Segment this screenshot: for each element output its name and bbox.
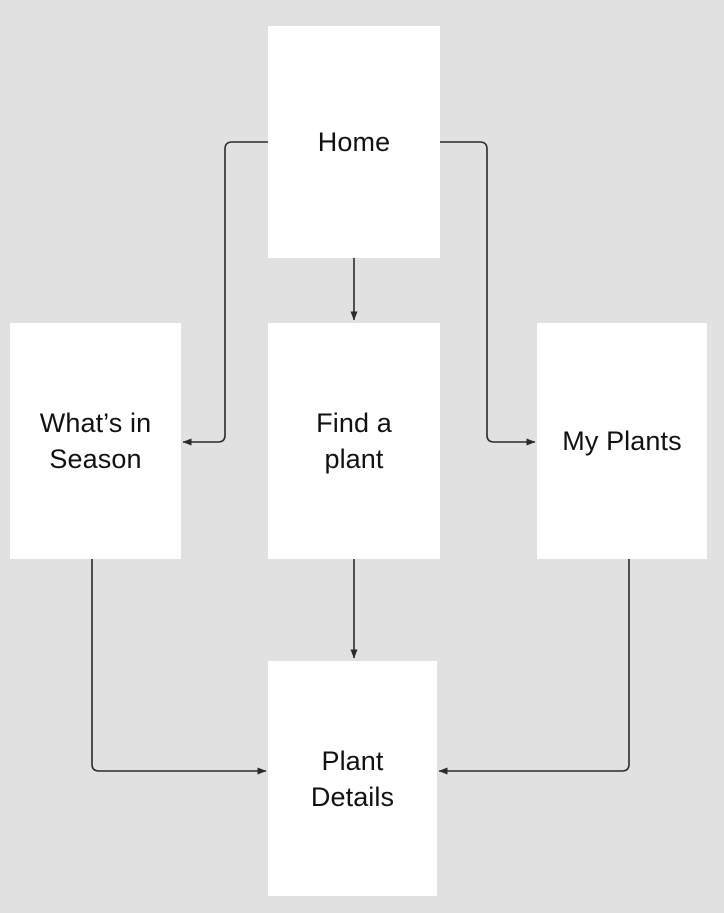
node-my-plants-label: My Plants [562,426,682,456]
node-home-label: Home [317,127,391,157]
node-find-a-plant-label: Find a plant [316,408,392,474]
node-whats-in-season[interactable]: What’s in Season [10,323,181,559]
node-home[interactable]: Home [268,26,440,258]
edge-home-to-my-plants [440,141,536,446]
edge-whats-in-season-to-plant-details [91,559,267,775]
node-find-a-plant[interactable]: Find a plant [268,323,440,559]
node-plant-details-label: Plant Details [310,745,395,812]
edge-my-plants-to-plant-details [438,559,630,775]
node-my-plants[interactable]: My Plants [537,323,707,559]
node-whats-in-season-label: What’s in Season [39,408,152,474]
edge-home-to-whats-in-season [182,141,268,446]
node-plant-details[interactable]: Plant Details [268,661,437,896]
